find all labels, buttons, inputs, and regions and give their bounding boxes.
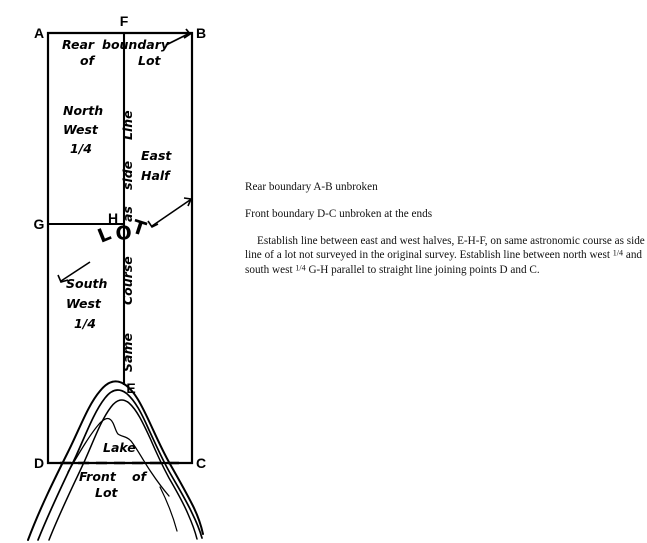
label-south: South [66, 276, 107, 291]
lake-shoreline-contours [27, 380, 204, 541]
label-of-bottom: of [132, 469, 148, 484]
label-lot-top: Lot [138, 53, 162, 68]
corner-label-b: B [196, 25, 206, 41]
corner-label-e: E [126, 380, 135, 396]
note-establish-lines: Establish line between east and west hal… [245, 234, 645, 278]
label-lake: Lake [103, 440, 136, 455]
note-fraction-sw: 1/4 [295, 263, 306, 273]
label-of-top: of [80, 53, 96, 68]
vertical-word-as: as [120, 206, 135, 222]
corner-label-g: G [34, 216, 45, 232]
corner-label-h: H [108, 210, 118, 226]
label-east: East [141, 148, 172, 163]
note-part-3: G-H parallel to straight line joining po… [305, 264, 540, 277]
corner-label-f: F [120, 13, 129, 29]
corner-label-a: A [34, 25, 44, 41]
note-part-1: Establish line between east and west hal… [245, 234, 645, 262]
label-west-sw: West [66, 296, 102, 311]
label-lot-large-o: O [115, 222, 133, 245]
notes-block: Rear boundary A-B unbroken Front boundar… [245, 180, 645, 278]
vertical-label-same-course-as-side-line: Same Course as side Line [120, 110, 135, 372]
note-fraction-nw: 1/4 [612, 248, 624, 258]
leader-arrow-south-west-quarter [57, 261, 91, 283]
survey-diagram: A B F G H E D C Rear boundary of Lot Nor… [27, 13, 206, 541]
label-lot-large: L [95, 223, 114, 248]
leader-arrow-rear-boundary [165, 28, 192, 46]
label-front: Front [79, 469, 117, 484]
label-lot-bottom: Lot [95, 485, 119, 500]
corner-label-d: D [34, 455, 44, 471]
note-rear-boundary: Rear boundary A-B unbroken [245, 181, 378, 193]
note-front-boundary: Front boundary D-C unbroken at the ends [245, 207, 433, 220]
leader-arrow-side-line [147, 197, 193, 229]
label-boundary: boundary [102, 37, 170, 52]
vertical-word-course: Course [120, 256, 135, 305]
vertical-word-same: Same [120, 333, 135, 372]
label-quarter-nw: 1/4 [70, 141, 92, 156]
corner-label-c: C [196, 455, 206, 471]
vertical-word-line: Line [120, 110, 135, 140]
vertical-word-side: side [120, 161, 135, 190]
label-rear: Rear [62, 37, 95, 52]
label-west-nw: West [63, 122, 99, 137]
label-half: Half [141, 168, 171, 183]
label-north: North [63, 103, 103, 118]
lot-boundary-rectangle [46, 31, 194, 465]
note-part-2: and south west [245, 249, 643, 277]
label-quarter-sw: 1/4 [74, 316, 96, 331]
